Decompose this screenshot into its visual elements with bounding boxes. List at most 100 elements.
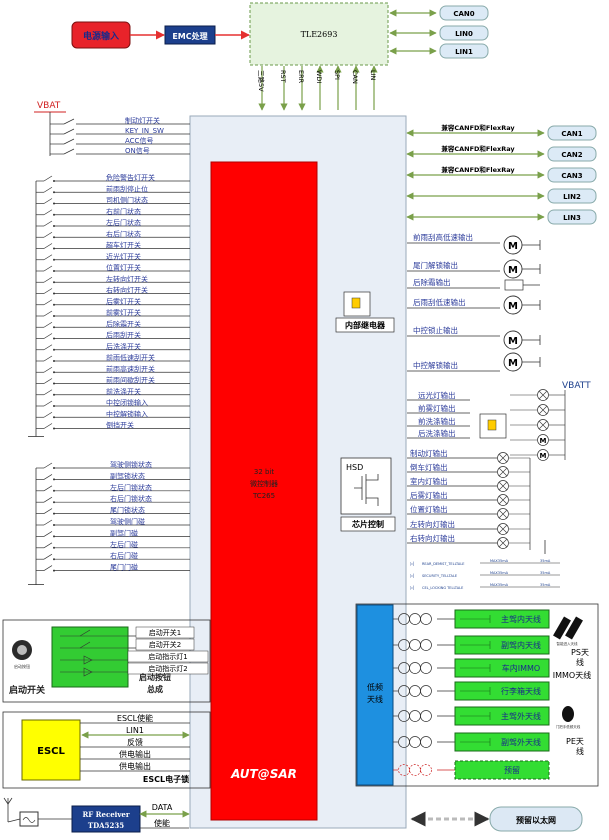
bus-block (547, 167, 597, 183)
rf-data-label: DATA (152, 803, 173, 812)
escl-signal-label: LIN1 (126, 726, 144, 735)
switch-icon (43, 310, 53, 317)
mcu-name-line-3: TC265 (252, 492, 275, 500)
mcu-name-line-2: 微控制器 (250, 479, 278, 488)
bus-label: LIN2 (563, 193, 581, 201)
motor-output-label: 中控解锁输出 (413, 360, 458, 370)
start-button-icon-caption: 启动按钮 (14, 663, 30, 669)
switch-icon (43, 553, 53, 560)
telltale-current: 35mA (540, 571, 551, 575)
tle-pin-label: SPI (333, 70, 341, 80)
lamp-output-label: 远光灯输出 (418, 390, 456, 400)
relay-caption: 内部继电器 (345, 320, 386, 330)
switch-icon (63, 138, 75, 145)
tle-pin-label: ERR (297, 70, 305, 84)
switch-icon (43, 496, 53, 503)
switch-icon (43, 474, 53, 480)
telltale-label: REAR_DEMIST_TELLTALE (422, 562, 464, 566)
lamp-output-label: 制动灯输出 (410, 448, 448, 458)
motor-output-label: 尾门解锁输出 (413, 260, 458, 270)
input-label: 倒挡开关 (106, 421, 134, 430)
switch-icon (43, 175, 53, 182)
escl-signal-label: ESCL使能 (117, 713, 153, 723)
input-label: 位置灯开关 (106, 263, 141, 272)
bus-block (547, 125, 597, 141)
telltale-led-icon: ▷| (410, 585, 414, 590)
input-label: 前雾灯开关 (106, 308, 141, 317)
input-label: 驾驶侧门碰 (110, 517, 145, 526)
pe-antenna-line-1: PE天 (566, 737, 584, 746)
lf-title-line-1: 低频 (367, 682, 383, 692)
switch-icon (79, 629, 91, 637)
antenna-label: 副驾外天线 (501, 737, 541, 747)
input-label: 副驾锁状态 (110, 471, 145, 480)
input-label: 左后门锁状态 (110, 483, 152, 492)
rf-receiver-line-1: RF Receiver (82, 810, 129, 819)
input-label: 右前门状态 (106, 207, 141, 216)
input-label: 危险警告灯开关 (106, 173, 155, 182)
input-label: 尾门锁状态 (110, 506, 145, 515)
antenna-label: 车内IMMO (502, 663, 540, 673)
svg-text:M: M (540, 452, 547, 460)
telltale-label: CEL_LOCKING TELLTALE (422, 586, 463, 590)
switch-icon (43, 254, 53, 261)
switch-icon (43, 198, 53, 204)
power-input-label: 电源输入 (83, 30, 119, 42)
switch-icon (43, 400, 53, 407)
tle-bus-label: CAN0 (453, 10, 474, 18)
bus-block (547, 209, 597, 225)
input-label: 中控解锁输入 (106, 409, 148, 418)
switch-icon (63, 148, 75, 155)
switch-icon (43, 485, 53, 492)
hsd-caption-box (340, 516, 396, 532)
motor-output-label: 中控锁止输出 (413, 325, 458, 335)
switch-icon (63, 128, 75, 135)
input-label: 左后门状态 (106, 218, 141, 227)
switch-icon (43, 366, 53, 373)
input-label: ACC信号 (125, 136, 153, 145)
input-label: 左后门碰 (110, 540, 138, 549)
ps-antenna-icon (553, 616, 571, 640)
mcu-core (210, 161, 318, 821)
telltale-current: 35mA (540, 583, 551, 587)
tle-pin-label: CAN (351, 70, 359, 84)
input-label: 副驾门碰 (110, 528, 138, 537)
lamp-output-label: 室内灯输出 (410, 476, 448, 486)
switch-icon (43, 565, 53, 571)
switch-icon (63, 118, 75, 125)
input-label: 驾驶侧锁状态 (110, 460, 152, 469)
start-signal-label: 启动开关1 (149, 628, 181, 637)
hsd-caption: 芯片控制 (352, 519, 384, 529)
input-label: 前雨刮停止位 (106, 184, 148, 193)
antenna-block (454, 706, 550, 726)
hsd-label: HSD (346, 463, 363, 472)
tle-pin-label: LIN (369, 70, 377, 81)
tle-pin-label: 三路5V (257, 70, 266, 92)
start-assembly-line-1: 启动按钮 (139, 672, 171, 682)
svg-text:M: M (508, 336, 518, 347)
lamp-output-label: 前洗涤输出 (418, 416, 456, 426)
led-icon (83, 655, 93, 665)
bus-block (547, 146, 597, 162)
input-label: KEY_IN_SW (125, 127, 164, 135)
telltale-led-icon: ▷| (410, 561, 414, 566)
escl-signal-label: 反馈 (127, 737, 143, 747)
lamp-output-label: 左转向灯输出 (410, 519, 455, 529)
input-label: 前雨高速刮开关 (106, 364, 155, 373)
lf-frame (355, 603, 599, 787)
coil-icon (460, 712, 491, 720)
switch-icon (43, 186, 53, 193)
telltale-max: MAX35mA (490, 559, 509, 563)
input-label: 右后门状态 (106, 229, 141, 238)
rf-receiver-line-2: TDA5235 (88, 821, 124, 830)
input-label: 司机侧门状态 (106, 196, 148, 205)
input-label: 后雨刮开关 (106, 331, 141, 340)
immo-antenna-label: IMMO天线 (553, 670, 591, 680)
antenna-label: 行李箱天线 (501, 686, 541, 696)
antenna-block (454, 635, 550, 655)
